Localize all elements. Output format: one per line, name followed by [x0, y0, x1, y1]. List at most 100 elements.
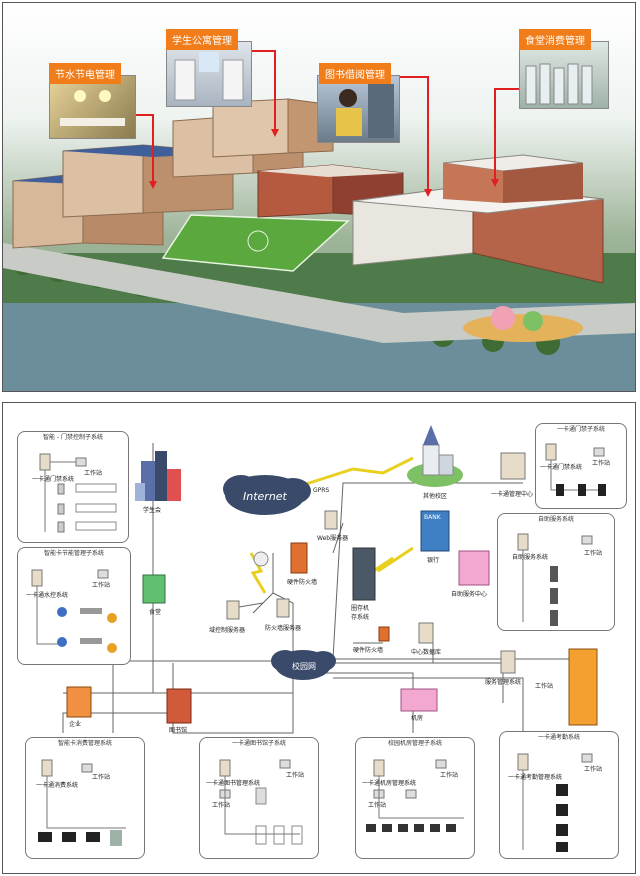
selfservice-subsystem-diagram [517, 533, 593, 626]
firewall-hw2-label: 硬件防火墙 [353, 647, 384, 654]
server-icons [226, 452, 526, 674]
canteen-building [352, 154, 604, 284]
canteen-label: 食堂 [149, 609, 162, 616]
selfservice-system-label: 自助服务系统 [512, 554, 549, 561]
other-campus-icon [407, 425, 463, 487]
library-subsystem: 一卡通图书馆子系统 一卡通图书管理系统 工作站 工作站 [199, 737, 319, 859]
energy-photo [49, 75, 136, 139]
campus-illustration: 节水节电管理 学生公寓管理 图书借阅管理 食堂消费管理 [2, 2, 636, 392]
firewall-2-icon [378, 626, 390, 642]
dept-icon [400, 688, 438, 712]
attendance-workstation-label: 工作站 [584, 766, 603, 773]
road [3, 243, 635, 343]
access-subsystem-title: 一卡通门禁子系统 [556, 426, 605, 433]
consume-subsystem: 智能卡消费管理系统 一卡通消费系统 工作站 [25, 737, 145, 859]
campus-net-cloud [271, 650, 336, 680]
bank-icon [420, 510, 450, 552]
attendance-subsystem-diagram [517, 753, 593, 852]
service-workstation-label: 工作站 [535, 683, 554, 690]
bank-link [362, 546, 414, 580]
attendance-system-label: 一卡通考勤管理系统 [508, 774, 563, 781]
selfservice-subsystem: 自助服务系统 自助服务系统 工作站 [497, 513, 615, 631]
reader-icon [336, 84, 394, 138]
router-icon [253, 551, 269, 567]
access-subsystem-diagram [545, 443, 606, 496]
bank-system-label: 一卡通管理中心 [491, 491, 534, 498]
kiosk-icon [352, 547, 376, 601]
network-diagram: Internet 校园网 其他校区 [2, 402, 636, 874]
library-building [257, 164, 404, 218]
consume-subsystem-title: 智能卡消费管理系统 [57, 740, 112, 747]
selfservice-workstation-label: 工作站 [584, 550, 603, 557]
lab-system-label: 一卡通机房管理系统 [362, 780, 417, 787]
enterprise-icon [66, 686, 92, 718]
canteen-icon [142, 574, 166, 604]
access-workstation-label: 工作站 [592, 460, 611, 467]
library-subsystem-title: 一卡通图书馆子系统 [231, 740, 286, 747]
garden [463, 314, 583, 342]
dorm-buildings [12, 98, 334, 249]
lab-subsystem-title: 校园机房管理子系统 [387, 740, 442, 747]
attendance-subsystem-title: 一卡通考勤系统 [537, 734, 580, 741]
gprs-label: GPRS [313, 487, 330, 494]
dorm-tag: 学生公寓管理 [166, 29, 238, 50]
soccer-field [161, 214, 350, 272]
attendance-subsystem: 一卡通考勤系统 一卡通考勤管理系统 工作站 [499, 731, 619, 859]
library-icon [166, 688, 192, 724]
internet-label: Internet [243, 490, 288, 503]
door-system-label: 一卡通门禁系统 [32, 476, 75, 483]
self-center-icon [458, 550, 490, 586]
dining-photo [519, 41, 609, 109]
door-workstation-label: 工作站 [84, 470, 103, 477]
energy-subsystem-title: 智能卡节能管理子系统 [43, 550, 104, 557]
bank-sign: BANK [424, 514, 442, 521]
dept-label: 机房 [411, 715, 424, 722]
consume-workstation-label: 工作站 [92, 774, 111, 781]
access-subsystem: 一卡通门禁子系统 一卡通门禁系统 工作站 [535, 423, 627, 509]
energy-tag: 节水节电管理 [49, 63, 121, 84]
library-tag: 图书借阅管理 [319, 63, 391, 84]
selfservice-subsystem-title: 自助服务系统 [537, 516, 574, 523]
internet-cloud [223, 475, 311, 515]
arrow-heads [149, 129, 499, 197]
campus-scene [3, 50, 635, 391]
center-db-label: 中心数据库 [411, 649, 442, 656]
crowd-icon [525, 63, 593, 105]
firewall-icon [290, 542, 308, 574]
library-system-label: 一卡通图书管理系统 [206, 780, 261, 787]
service-server-label: 服务管理系统 [485, 679, 522, 686]
campus-net-label: 校园网 [292, 661, 316, 671]
web-server-label: Web服务器 [317, 535, 349, 542]
gprs-link [277, 456, 414, 495]
door-subsystem: 智能 - 门禁控制子系统 一卡通门禁系统 工作站 [17, 431, 129, 543]
bunk-bed-icon [174, 52, 244, 101]
dorm-photo [166, 41, 252, 107]
lab-ws2-label: 工作站 [368, 802, 387, 809]
consume-subsystem-diagram [38, 759, 126, 846]
lab-subsystem-diagram [366, 759, 464, 832]
self-center-label: 自助服务中心 [451, 591, 488, 598]
dining-tag: 食堂消费管理 [519, 29, 591, 50]
bank-label: 银行 [427, 557, 440, 564]
lab-workstation-label: 工作站 [440, 772, 459, 779]
energy-workstation-label: 工作站 [92, 582, 111, 589]
other-campus-label: 其他校区 [423, 492, 447, 500]
network-lines: Internet 校园网 其他校区 [62, 425, 598, 734]
door-subsystem-title: 智能 - 门禁控制子系统 [43, 434, 103, 441]
lab-subsystem: 校园机房管理子系统 一卡通机房管理系统 工作站 工作站 [355, 737, 475, 859]
student-union-label: 学生会 [143, 507, 162, 514]
student-union-icon [135, 451, 181, 501]
domain-server-label: 域控制服务器 [209, 627, 246, 634]
library-photo [317, 75, 400, 143]
enterprise-label: 企业 [69, 721, 82, 728]
kiosk-label: 圈存机 存系统 [351, 605, 370, 621]
library-subsystem-diagram [219, 759, 303, 845]
door-subsystem-diagram [39, 453, 117, 533]
energy-subsystem: 智能卡节能管理子系统 一卡通水控系统 工作站 [17, 547, 131, 665]
library-ws2-label: 工作站 [212, 802, 231, 809]
firewall-hw-label: 硬件防火墙 [287, 579, 318, 586]
firewall-server-label: 防火墙服务器 [265, 625, 302, 632]
energy-system-label: 一卡通水控系统 [26, 592, 69, 599]
library-label: 图书馆 [169, 727, 188, 734]
consume-system-label: 一卡通消费系统 [36, 782, 79, 789]
